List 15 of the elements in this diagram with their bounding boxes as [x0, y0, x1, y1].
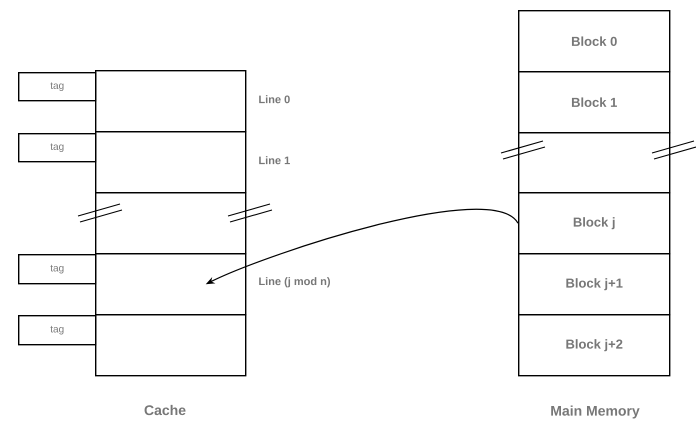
- memory-block-box: Block j+1: [518, 253, 670, 316]
- memory-block-box: [518, 132, 670, 194]
- memory-block-box: Block 0: [518, 10, 670, 72]
- memory-block-box: Block 1: [518, 71, 670, 134]
- column-title: Cache: [144, 404, 186, 416]
- column-title: Main Memory: [551, 405, 640, 419]
- row-label: Line (j mod n): [259, 277, 330, 288]
- memory-block-box: Block j+2: [518, 314, 670, 376]
- memory-block-box: Block j: [518, 192, 670, 254]
- tag-box: tag: [18, 72, 96, 102]
- row-label: Line 0: [259, 95, 290, 104]
- tag-box: tag: [18, 133, 96, 162]
- tag-box: tag: [18, 254, 96, 284]
- row-label: Line 1: [259, 156, 290, 164]
- tag-box: tag: [18, 315, 96, 346]
